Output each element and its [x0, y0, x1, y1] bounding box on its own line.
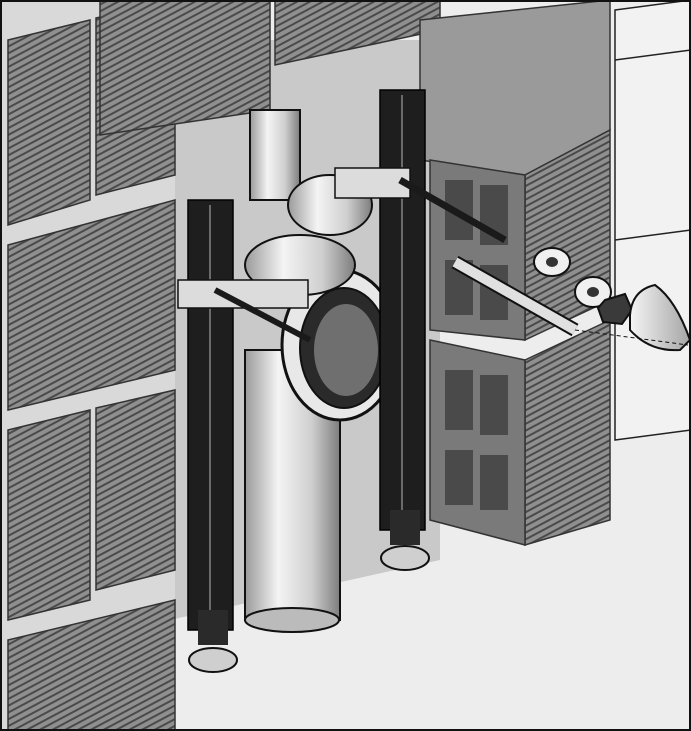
- nut: [596, 292, 634, 326]
- fixing-hardware: [533, 247, 691, 352]
- left-support-leg: [177, 199, 309, 673]
- left-block-wall: [0, 0, 176, 731]
- wall-panel: [614, 0, 691, 441]
- cover-cap: [629, 283, 691, 352]
- right-support-leg: [334, 89, 430, 571]
- right-hollow-block-wall: [419, 0, 611, 547]
- anchor-rods: [213, 176, 579, 343]
- drain-pipe: [244, 109, 400, 633]
- top-block-wall: [99, 0, 441, 136]
